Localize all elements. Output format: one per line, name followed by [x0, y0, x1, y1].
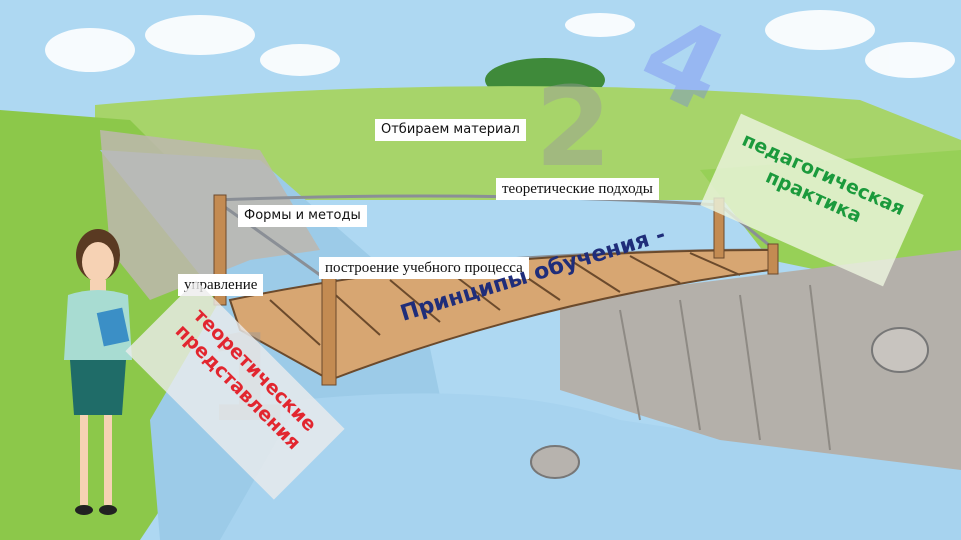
label-select-material: Отбираем материал	[375, 119, 526, 141]
teacher-figure	[64, 229, 132, 515]
svg-text:2: 2	[535, 63, 612, 191]
label-theoretical-approaches: теоретические подходы	[496, 178, 659, 200]
label-building-process: построение учебного процесса	[319, 257, 529, 279]
label-forms-methods: Формы и методы	[238, 205, 367, 227]
